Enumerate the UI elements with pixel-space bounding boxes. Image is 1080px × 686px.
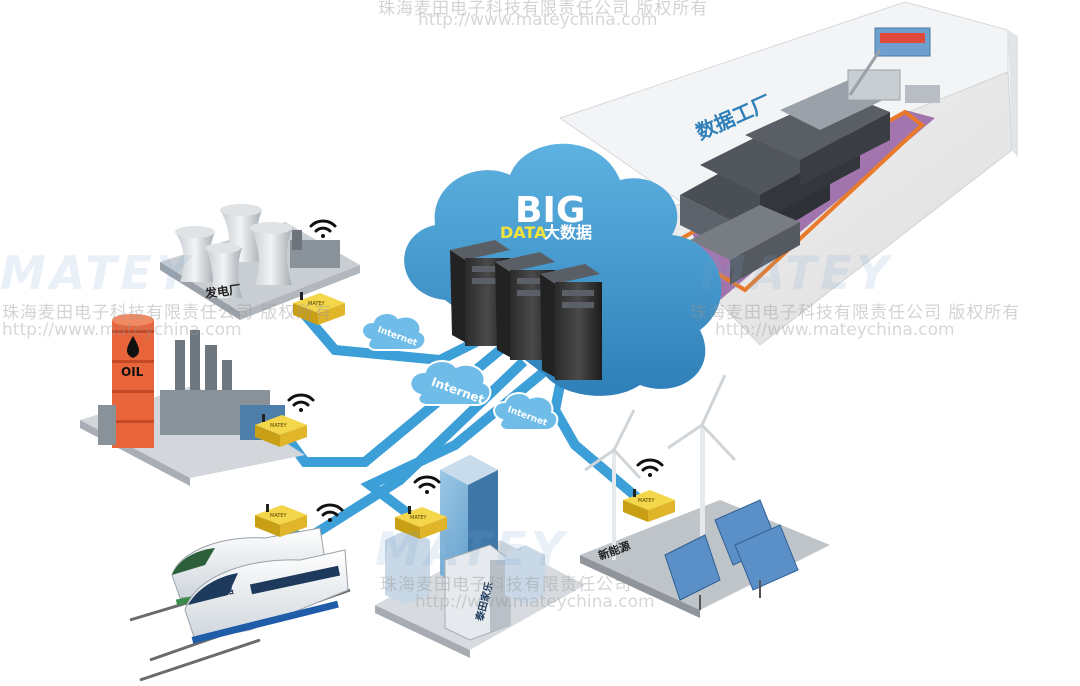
gateway-new-energy: MATEY [623, 489, 675, 522]
factory-side-wall [1008, 30, 1018, 158]
cooling-towers [175, 204, 292, 298]
wifi-icon [316, 503, 344, 522]
link-new-energy [549, 379, 648, 508]
servers [450, 240, 602, 380]
oil-drop-icon [126, 336, 140, 358]
wifi-icon [413, 475, 441, 494]
cloud-title-big: BIG [515, 190, 585, 231]
side-building [385, 528, 545, 605]
gateway-building: MATEY [395, 506, 447, 539]
oil-label: OIL [121, 365, 144, 379]
gateway-label: MATEY [410, 515, 428, 521]
wifi-icon [309, 219, 337, 238]
gateway-label: MATEY [308, 301, 326, 307]
gateway-power-plant: MATEY [293, 292, 345, 325]
new-energy-site: 新能源 [580, 374, 830, 618]
server-3 [540, 264, 602, 380]
factory-machines [640, 27, 940, 285]
oil-tank [112, 314, 154, 448]
solar-panels [664, 499, 799, 610]
big-data-cloud: BIG DATA 大数据 [404, 143, 722, 396]
wifi-icon [287, 393, 315, 412]
building-site: 泰田家乐 [375, 455, 585, 658]
data-factory: 数据工厂 [558, 1, 1018, 346]
power-plant-label: 发电厂 [203, 281, 242, 301]
train-site: 中国铁路 [129, 527, 351, 682]
gateway-label: MATEY [270, 513, 288, 519]
link-power-plant [297, 307, 497, 366]
gateway-label: MATEY [270, 423, 288, 429]
gateway-oil-refinery: MATEY [255, 414, 307, 447]
internet-cloud-right: Internet [493, 392, 559, 431]
front-building [444, 544, 511, 641]
gateway-label: MATEY [638, 498, 656, 504]
server-1 [450, 240, 510, 346]
cloud-title-data: DATA [500, 223, 547, 242]
train-front [184, 549, 349, 644]
oil-refinery-site: OIL [80, 314, 305, 486]
cloud-title-cn: 大数据 [544, 223, 592, 242]
internet-cloud-main: Internet [409, 360, 492, 407]
gateway-train: MATEY [255, 504, 307, 537]
internet-cloud-left: Internet [361, 312, 427, 351]
wifi-icon [636, 458, 664, 477]
wind-turbines [584, 374, 737, 560]
